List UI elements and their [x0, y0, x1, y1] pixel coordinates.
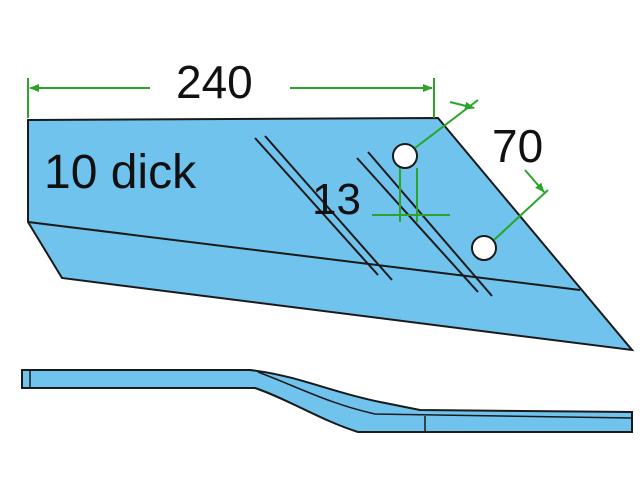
- dim-70-label: 70: [492, 120, 543, 172]
- plate-side-view: [21, 369, 633, 433]
- slot-line-4: [367, 151, 493, 297]
- dim-70-arrow-1: [449, 101, 475, 110]
- dim-70-arrow-2: [524, 169, 545, 193]
- slot-line-1: [254, 137, 379, 276]
- plate-top-view: [27, 116, 635, 352]
- bevel-line: [27, 221, 581, 291]
- slot-line-2: [264, 135, 393, 281]
- dimensions: [27, 78, 549, 241]
- bolt-hole-upper: [392, 143, 418, 169]
- thickness-label: 10 dick: [44, 146, 197, 199]
- slot-line-3: [356, 157, 479, 293]
- side-profile: [21, 369, 633, 433]
- plate-body: [27, 116, 635, 352]
- bolt-hole-lower: [471, 235, 497, 261]
- dim-240-label: 240: [176, 56, 253, 108]
- dim-13-label: 13: [312, 175, 361, 224]
- side-profile-inner-line: [257, 371, 633, 419]
- dim-70-ext-2: [493, 189, 549, 241]
